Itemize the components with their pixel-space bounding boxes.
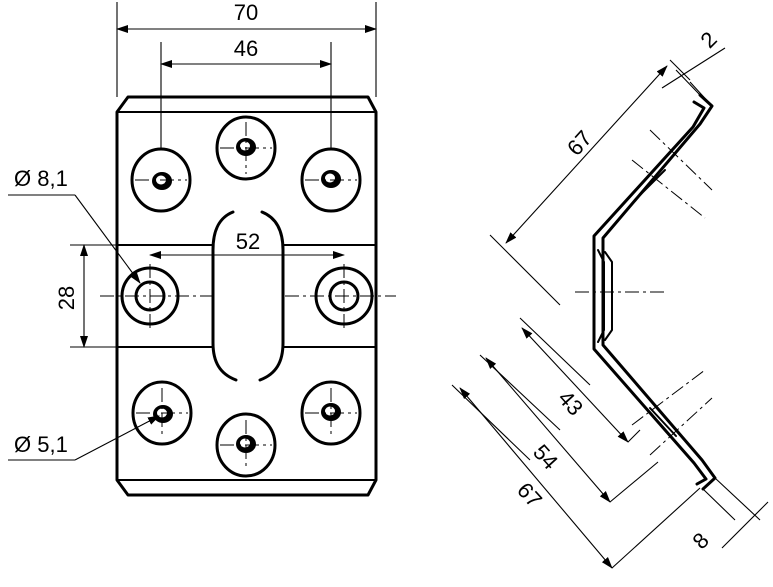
side-center-lines [575, 129, 713, 456]
front-view: 70 46 52 28 Ø 8,1 [8, 0, 396, 497]
dim-43-label: 43 [553, 386, 588, 421]
dim-5-1-label: Ø 5,1 [14, 432, 68, 457]
dimension-hole-spacing: 46 [160, 36, 332, 150]
dim-54-label: 54 [528, 440, 563, 475]
plate-outline [115, 95, 378, 497]
dimension-overall-width: 70 [116, 0, 377, 97]
dim-2-label: 2 [696, 27, 722, 53]
dim-8-1-label: Ø 8,1 [14, 166, 68, 191]
dimension-band-height: 28 [54, 244, 117, 348]
hole-bottom-right [300, 380, 362, 446]
side-view: 2 67 43 54 67 [451, 27, 769, 569]
dim-67-top-label: 67 [562, 126, 597, 161]
dim-70-label: 70 [234, 0, 258, 25]
leader-small-hole: Ø 5,1 [8, 415, 160, 461]
leader-large-hole: Ø 8,1 [8, 166, 141, 284]
dim-46-label: 46 [234, 36, 258, 61]
dim-52-label: 52 [236, 229, 260, 254]
dim-67-bottom-label: 67 [512, 478, 547, 513]
dim-8-label: 8 [688, 528, 714, 554]
dim-28-label: 28 [54, 286, 79, 310]
front-center-lines [100, 122, 396, 470]
dimension-slot-length: 52 [149, 229, 345, 259]
dimension-tab: 8 [688, 477, 769, 554]
dimension-thickness: 2 [661, 27, 726, 107]
